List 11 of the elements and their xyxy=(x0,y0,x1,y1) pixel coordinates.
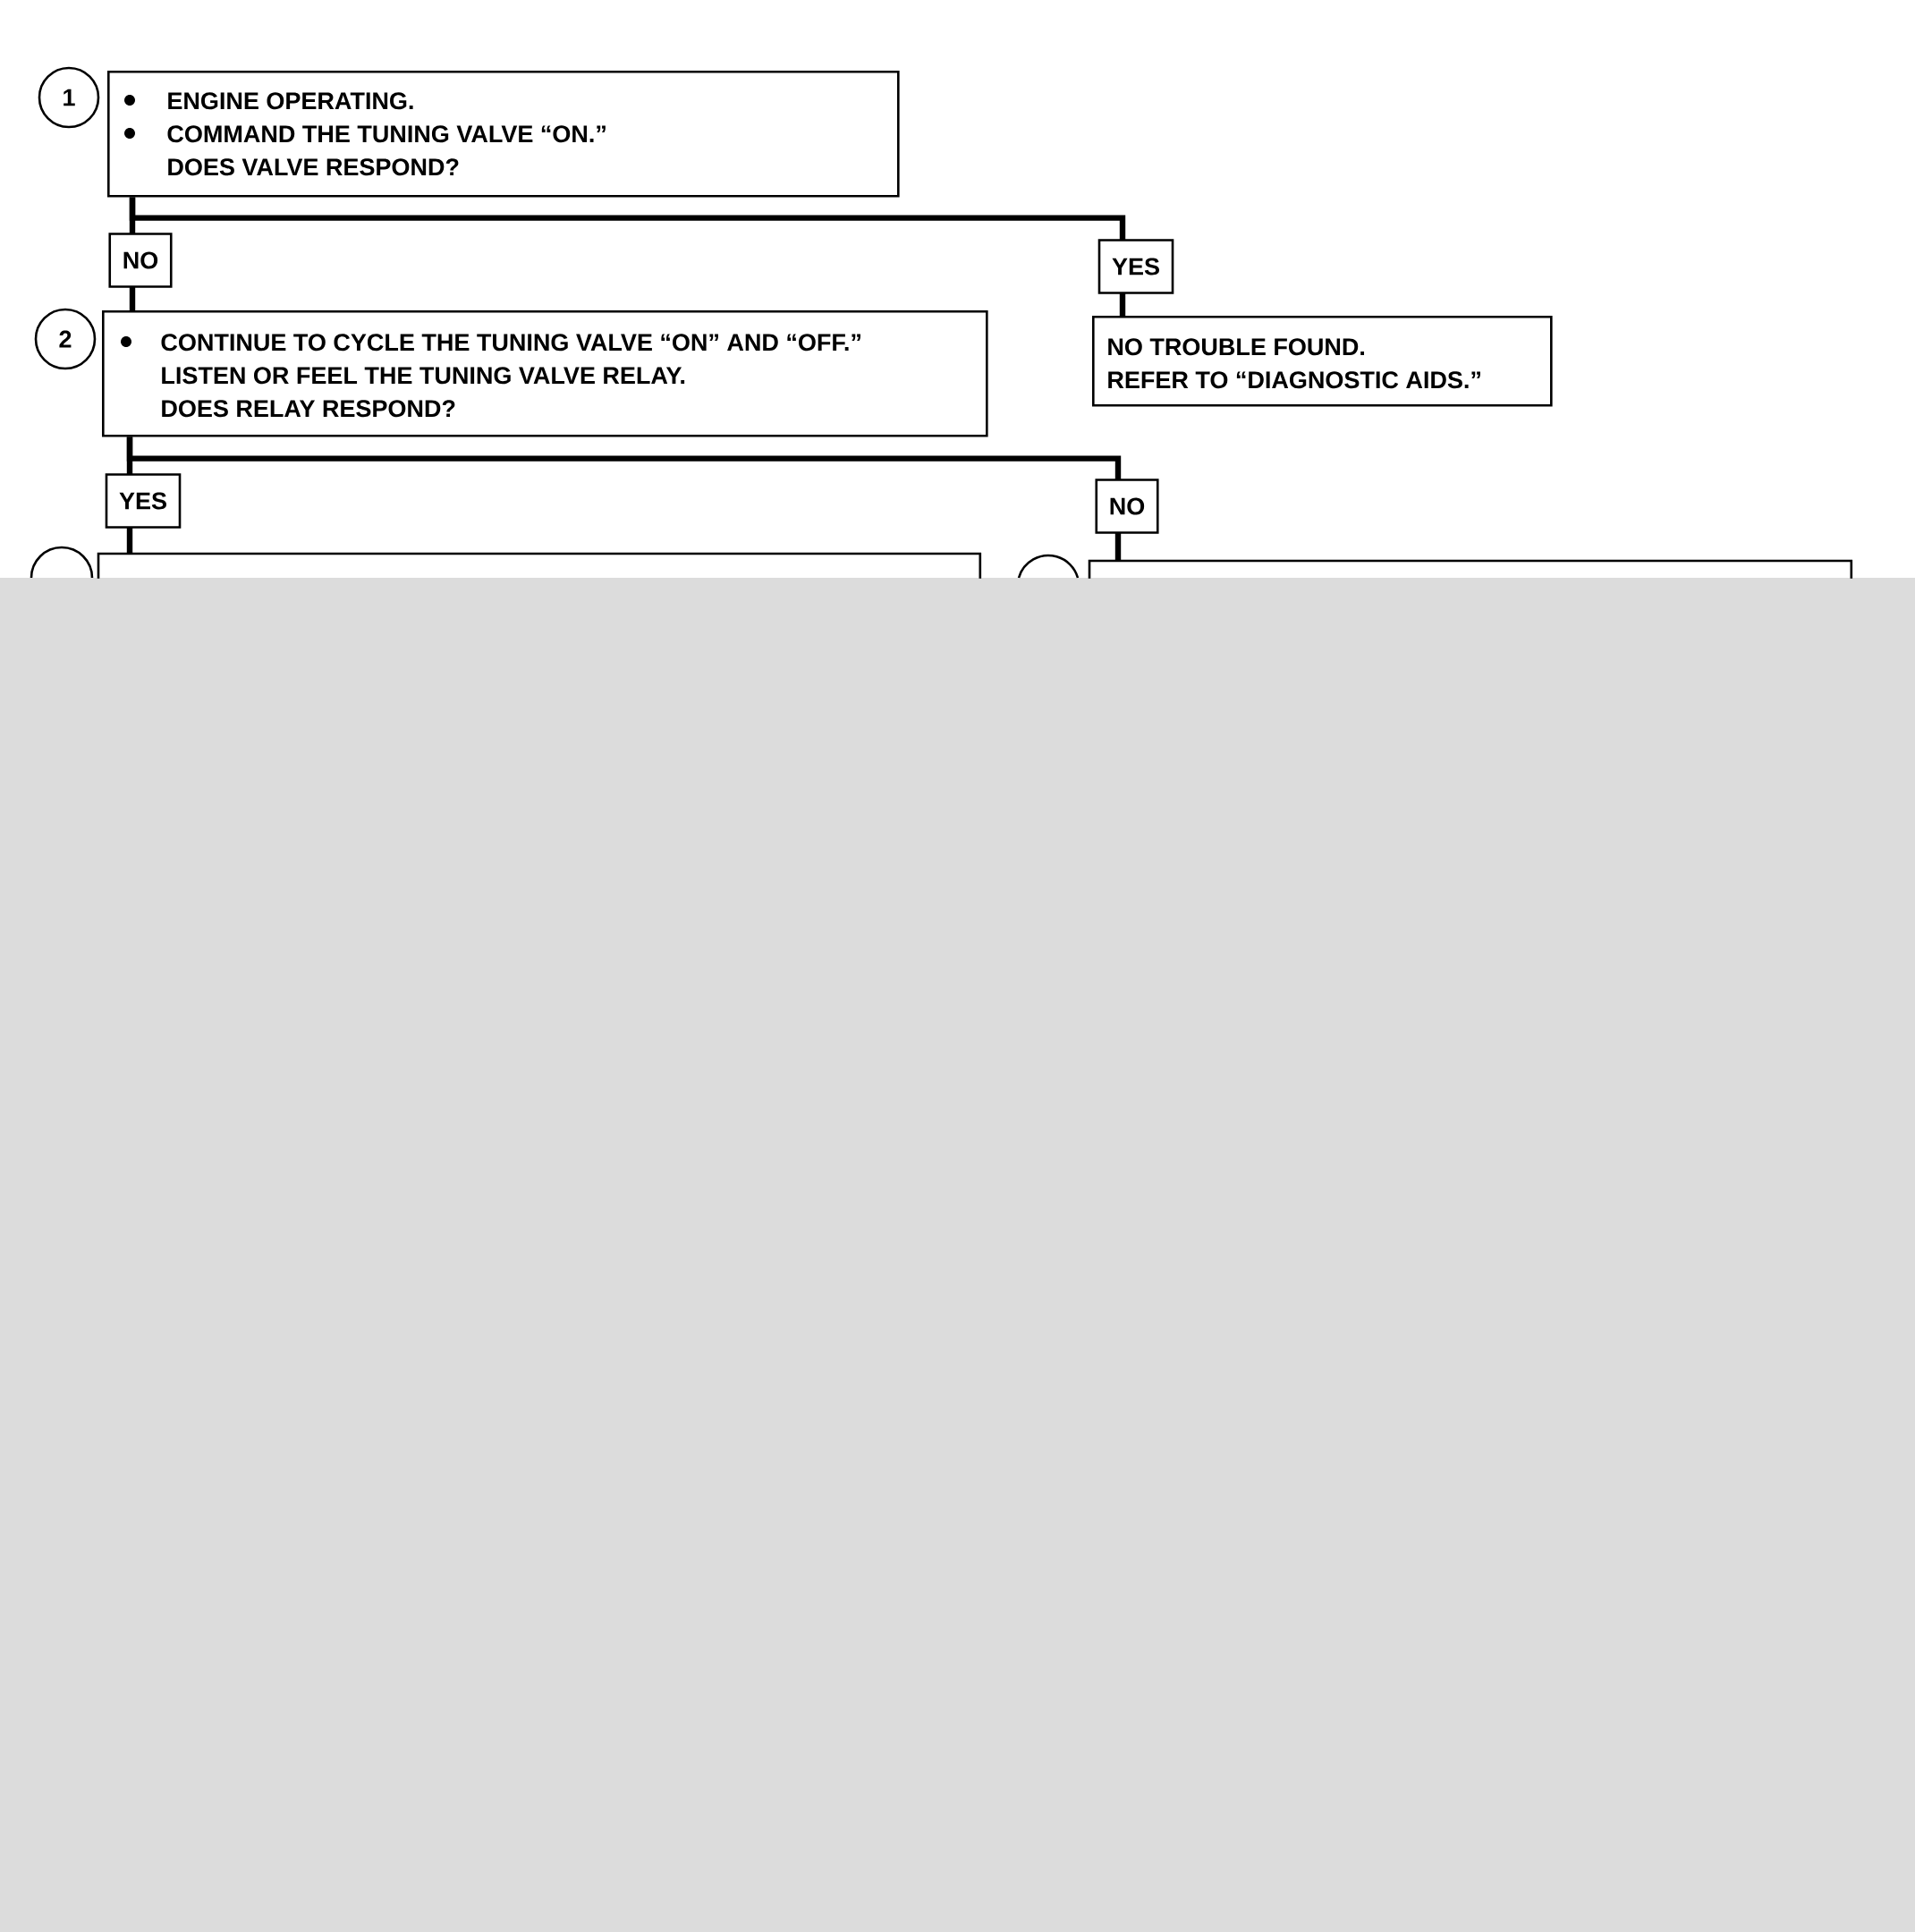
edge-label: YES xyxy=(1097,239,1174,294)
edge-label: NO xyxy=(108,233,173,288)
process-box: NO TROUBLE FOUND. REFER TO “DIAGNOSTIC AIDS.” xyxy=(1092,316,1553,407)
connector-line xyxy=(129,197,1126,316)
process-box xyxy=(97,552,982,579)
edge-label: NO xyxy=(1095,479,1159,534)
process-box: ENGINE OPERATING. COMMAND THE TUNING VALVE “ON.” DOES VALVE RESPOND? xyxy=(107,71,900,198)
edge-label: YES xyxy=(105,473,182,529)
process-box: CONTINUE TO CYCLE THE TUNING VALVE “ON” AND “OFF.” LISTEN OR FEEL THE TUNING VALVE RELAY. DOES RELAY RESPOND? xyxy=(102,310,988,437)
connector-line xyxy=(126,436,1122,561)
process-box xyxy=(1088,559,1853,579)
